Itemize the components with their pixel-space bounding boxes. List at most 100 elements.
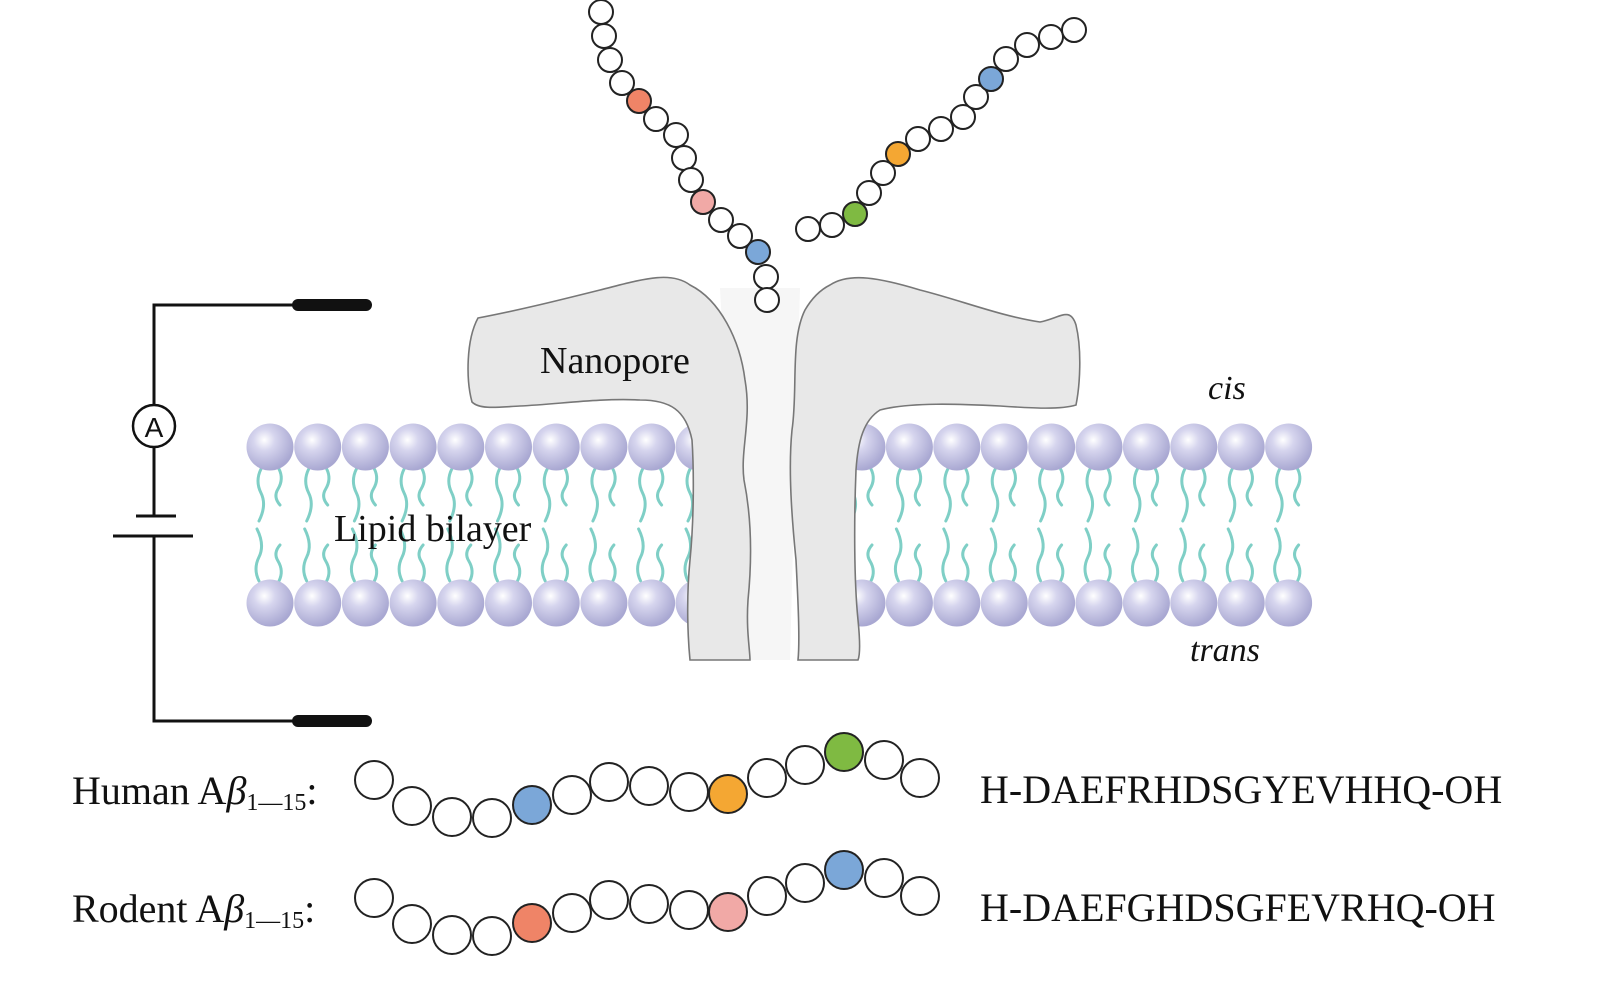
lipid-tail-lower [1083, 527, 1093, 583]
lipid-tail-upper [351, 467, 361, 523]
lipid-tail-upper [1085, 467, 1095, 523]
residue-bead [856, 180, 882, 206]
residue-bead [708, 207, 734, 233]
lipid-head-upper [341, 423, 389, 471]
residue-bead [795, 216, 821, 242]
human-label-beta: β [226, 768, 247, 813]
lipid-tail-upper [512, 467, 522, 507]
rodent-label-beta: β [224, 886, 245, 931]
residue-bead [1014, 32, 1040, 58]
residue-bead [753, 264, 779, 290]
residue-bead [785, 863, 825, 903]
residue-bead [864, 740, 904, 780]
lipid-head-upper [246, 423, 294, 471]
lipid-tail-upper [1245, 467, 1254, 507]
human-sequence: H-DAEFRHDSGYEVHHQ-OH [980, 767, 1503, 812]
rodent-label-prefix: Rodent A [72, 886, 225, 931]
lipid-head-lower [437, 579, 485, 627]
lipid-tail-lower [1150, 543, 1160, 583]
lipid-tail-lower [465, 543, 474, 583]
residue-bead [472, 916, 512, 956]
residue-bead [354, 878, 394, 918]
residue-bead [842, 201, 868, 227]
residue-bead [978, 66, 1004, 92]
lipid-head-lower [628, 579, 676, 627]
lipid-head-upper [580, 423, 628, 471]
residue-bead [747, 758, 787, 798]
lipid-tail-lower [493, 527, 502, 583]
peptide-chains [354, 0, 1087, 956]
lipid-head-lower [341, 579, 389, 627]
lipid-head-lower [1122, 579, 1170, 627]
lipid-tail-lower [588, 527, 597, 583]
residue-bead [589, 762, 629, 802]
residue-bead [824, 850, 864, 890]
lipid-head-upper [437, 423, 485, 471]
rodent-sequence: H-DAEFGHDSGFEVRHQ-OH [980, 885, 1496, 930]
residue-bead [392, 904, 432, 944]
lipid-head-upper [294, 423, 342, 471]
lipid-tail-upper [913, 467, 923, 507]
lipid-head-lower [980, 579, 1028, 627]
residue-bead [472, 798, 512, 838]
residue-bead [512, 903, 552, 943]
lipid-tail-lower [302, 527, 311, 583]
residue-bead [354, 760, 394, 800]
lipid-tail-lower [274, 543, 283, 583]
lipid-head-upper [1265, 423, 1313, 471]
lipid-tail-lower [1036, 527, 1045, 583]
residue-bead [643, 106, 669, 132]
circuit-wire-bottom [152, 536, 300, 723]
lipid-tail-lower [1225, 527, 1235, 583]
residue-bead [900, 876, 940, 916]
nanopore [467, 276, 1081, 661]
lipid-tail-lower [683, 527, 693, 583]
lipid-tail-lower [941, 527, 950, 583]
lipid-head-upper [1217, 423, 1265, 471]
residue-bead [690, 189, 716, 215]
residue-bead [663, 122, 689, 148]
lipid-tail-upper [685, 467, 695, 523]
residue-bead [597, 47, 623, 73]
lipid-tail-lower [988, 527, 998, 583]
lipid-tail-upper [656, 467, 665, 507]
lipid-head-lower [532, 579, 580, 627]
residue-bead [629, 766, 669, 806]
translocating-strand-left [588, 0, 780, 313]
residue-bead [870, 160, 896, 186]
lipid-tail-lower [1056, 543, 1065, 583]
lipid-tail-lower [636, 527, 645, 583]
lipid-tail-lower [1130, 527, 1140, 583]
lipid-head-upper [389, 423, 437, 471]
residue-bead [678, 167, 704, 193]
human-peptide-chain [354, 732, 940, 838]
residue-bead [552, 775, 592, 815]
lipid-tail-lower [369, 543, 379, 583]
lipid-tail-upper [322, 467, 331, 507]
lipid-tail-upper [1180, 467, 1189, 523]
lipid-tail-upper [495, 467, 504, 523]
lipid-head-upper [933, 423, 981, 471]
lipid-tail-lower [1245, 543, 1254, 583]
lipid-head-upper [628, 423, 676, 471]
lipid-tail-lower [349, 527, 359, 583]
lipid-tail-upper [399, 467, 409, 523]
residue-bead [629, 884, 669, 924]
lipid-tail-lower [417, 543, 426, 583]
lipid-head-upper [1028, 423, 1076, 471]
lipid-tail-upper [465, 467, 474, 507]
lipid-tail-lower [893, 527, 903, 583]
lipid-tail-upper [1227, 467, 1237, 523]
human-label-prefix: Human A [72, 768, 227, 813]
residue-bead [885, 141, 911, 167]
lipid-head-upper [885, 423, 933, 471]
lipid-tail-lower [656, 543, 665, 583]
residue-bead [1061, 17, 1087, 43]
lipid-tail-lower [445, 527, 454, 583]
lipid-tail-lower [397, 527, 407, 583]
lipid-tail-lower [913, 543, 923, 583]
ammeter-icon [131, 403, 177, 449]
residue-bead [905, 126, 931, 152]
